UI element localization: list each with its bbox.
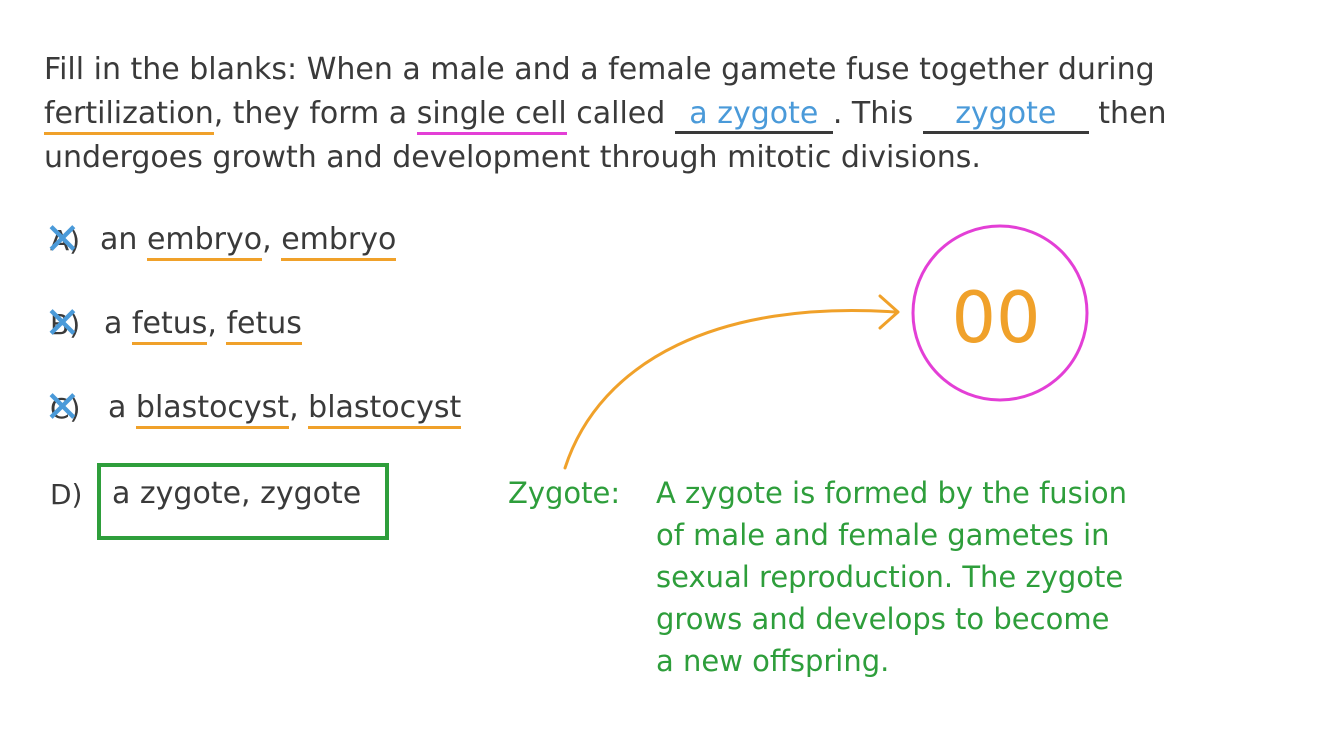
term-fertilization: fertilization	[44, 96, 214, 135]
note-line-3: sexual reproduction. The zygote	[656, 560, 1124, 594]
note-line-1: A zygote is formed by the fusion	[656, 476, 1127, 510]
correct-answer-box	[97, 463, 389, 540]
blank-2-answer: zygote	[955, 96, 1057, 131]
note-line-2: of male and female gametes in	[656, 518, 1110, 552]
note-line-5: a new offspring.	[656, 644, 890, 678]
option-a-letter: A)	[50, 224, 81, 257]
note-heading: Zygote:	[508, 476, 621, 510]
term-single-cell: single cell	[416, 96, 567, 135]
note-line-4: grows and develops to become	[656, 602, 1110, 636]
cross-icon: ✕	[44, 298, 81, 349]
question-text: , they form a	[213, 96, 417, 131]
option-d-text: a zygote, zygote	[112, 476, 362, 511]
option-c-letter: C)	[50, 392, 81, 425]
arrow-icon	[563, 309, 897, 470]
option-c-term-1: blastocyst	[135, 390, 290, 429]
option-a-term-1: embryo	[146, 222, 263, 261]
cross-icon: ✕	[44, 214, 81, 265]
option-c-text: a blastocyst, blastocyst	[108, 390, 462, 429]
arrow-head	[878, 294, 900, 330]
question-text: . This	[832, 96, 923, 131]
question-line-2: fertilization, they form a single cell c…	[44, 94, 1167, 135]
option-b-text: a fetus, fetus	[104, 306, 302, 345]
zygote-cell-circle	[911, 224, 1089, 402]
blank-1-answer: a zygote	[689, 96, 819, 131]
option-b-letter: B)	[50, 308, 81, 341]
option-a-term-2: embryo	[281, 222, 397, 261]
option-a-text: an embryo, embryo	[100, 222, 397, 261]
option-d-letter: D)	[50, 478, 83, 511]
question-line-3: undergoes growth and development through…	[44, 140, 981, 175]
zygote-nuclei: 00	[951, 277, 1040, 359]
cross-icon: ✕	[44, 382, 81, 433]
option-c-term-2: blastocyst	[308, 390, 462, 429]
blank-1: a zygote	[674, 96, 833, 134]
question-line-1: Fill in the blanks: When a male and a fe…	[44, 52, 1155, 87]
option-b-term-2: fetus	[226, 306, 302, 345]
option-b-term-1: fetus	[131, 306, 208, 345]
question-text: called	[566, 96, 675, 131]
blank-2: zygote	[922, 96, 1089, 134]
question-text: then	[1088, 96, 1167, 131]
